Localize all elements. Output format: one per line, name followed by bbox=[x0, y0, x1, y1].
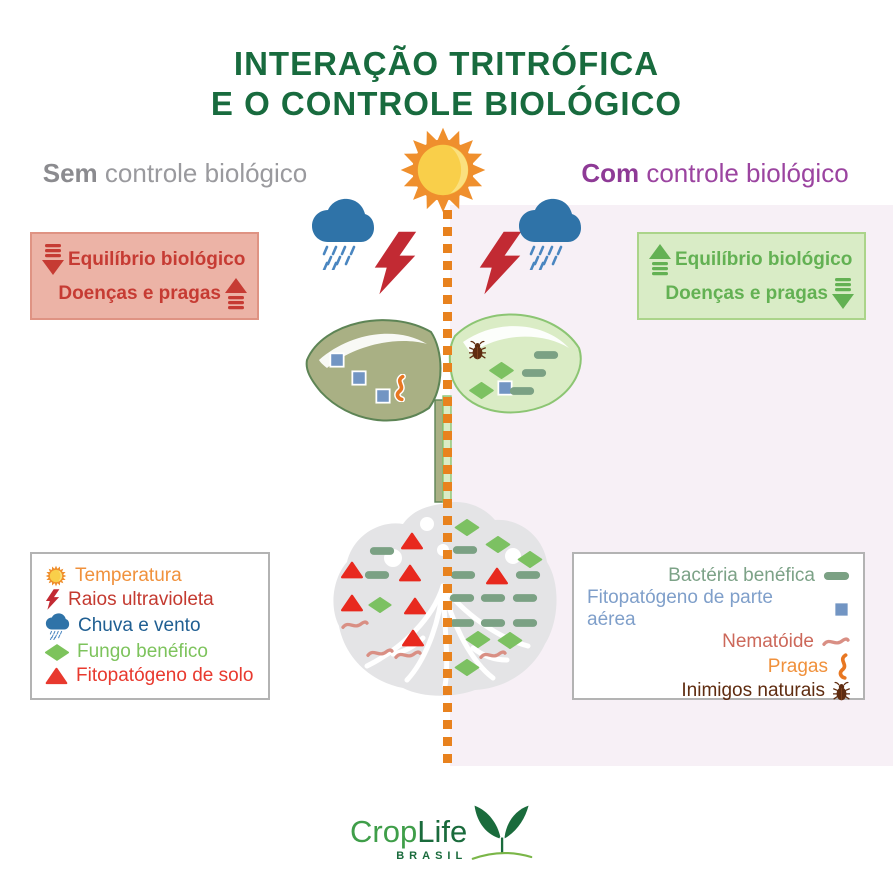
natural-enemy-icon bbox=[833, 681, 850, 701]
legend-environment: Temperatura Raios ultravioleta Chuva e v… bbox=[30, 552, 270, 700]
header-right-rest: controle biológico bbox=[639, 158, 849, 188]
legend-item-fitopatogeno-de-solo: Fitopatógeno de solo bbox=[45, 665, 255, 687]
sun-icon bbox=[45, 565, 67, 587]
soil-pores bbox=[384, 517, 521, 567]
legend-label: Inimigos naturais bbox=[681, 680, 825, 701]
legend-label: Temperatura bbox=[75, 565, 182, 586]
legend-item-fitopatogeno-parte-aerea: Fitopatógeno de parte aérea bbox=[587, 587, 850, 631]
arrow-up-icon bbox=[223, 277, 249, 311]
legend-label: Pragas bbox=[767, 655, 828, 677]
lightning-icon bbox=[45, 589, 60, 610]
leaf-without-control bbox=[305, 319, 442, 422]
lightning-icon-right bbox=[477, 230, 523, 296]
logo-life: Life bbox=[417, 814, 468, 849]
header-with-biocontrol: Com controle biológico bbox=[555, 158, 875, 189]
title-line-2: E O CONTROLE BIOLÓGICO bbox=[210, 84, 683, 122]
lightning-icon-left bbox=[372, 230, 418, 296]
beneficial-bacteria-icon bbox=[823, 571, 850, 581]
balance-row-doencas: Doenças e pragas bbox=[40, 277, 249, 311]
balance-label: Equilíbrio biológico bbox=[68, 249, 246, 270]
arrow-down-icon bbox=[830, 277, 856, 311]
legend-item-temperatura: Temperatura bbox=[45, 565, 255, 587]
arrow-up-icon bbox=[647, 243, 673, 277]
croplife-wordmark: CropLife bbox=[350, 816, 467, 847]
balance-label: Doenças e pragas bbox=[58, 283, 221, 304]
legend-item-chuva-e-vento: Chuva e vento bbox=[45, 612, 255, 640]
stem-left-half bbox=[434, 399, 444, 503]
rain-cloud-icon-right bbox=[518, 198, 582, 270]
header-without-biocontrol: Sem controle biológico bbox=[15, 158, 335, 189]
croplife-logo: CropLife BRASIL bbox=[350, 800, 550, 872]
balance-row-equilibrio: Equilíbrio biológico bbox=[40, 243, 249, 277]
logo-crop: Crop bbox=[350, 814, 418, 849]
legend-label: Bactéria benéfica bbox=[668, 565, 815, 586]
legend-label: Fitopatógeno de solo bbox=[76, 665, 254, 686]
header-right-emphasis: Com bbox=[581, 158, 640, 188]
legend-label: Fungo benéfico bbox=[77, 641, 208, 663]
balance-box-without-control: Equilíbrio biológico Doenças e pragas bbox=[30, 232, 259, 320]
page-title: INTERAÇÃO TRITRÓFICA E O CONTROLE BIOLÓG… bbox=[0, 44, 893, 123]
logo-brasil: BRASIL bbox=[396, 850, 468, 862]
legend-organisms: Bactéria benéfica Fitopatógeno de parte … bbox=[572, 552, 865, 702]
croplife-logo-text: CropLife BRASIL bbox=[350, 800, 467, 862]
rain-cloud-icon bbox=[45, 612, 70, 640]
legend-label: Chuva e vento bbox=[78, 615, 201, 636]
pest-icon bbox=[836, 653, 850, 680]
legend-item-nematoide: Nematóide bbox=[587, 631, 850, 653]
center-divider-dotted-line bbox=[443, 210, 452, 768]
soil-pathogen-icon bbox=[45, 667, 68, 685]
header-left-emphasis: Sem bbox=[42, 158, 98, 188]
legend-label: Nematóide bbox=[722, 631, 814, 652]
nematode-icon bbox=[822, 636, 850, 648]
sun-icon bbox=[398, 125, 488, 215]
legend-item-raios-ultravioleta: Raios ultravioleta bbox=[45, 589, 255, 611]
aerial-pathogen-icon bbox=[833, 600, 850, 618]
beneficial-fungus-icon bbox=[45, 643, 69, 661]
balance-box-with-control: Equilíbrio biológico Doenças e pragas bbox=[637, 232, 866, 320]
header-left-rest: controle biológico bbox=[97, 158, 308, 188]
balance-row-doencas: Doenças e pragas bbox=[647, 277, 856, 311]
rain-cloud-icon-left bbox=[311, 198, 375, 270]
legend-item-fungo-benefico: Fungo benéfico bbox=[45, 641, 255, 663]
arrow-down-icon bbox=[40, 243, 66, 277]
sprout-icon bbox=[471, 805, 533, 860]
legend-item-bacteria-benefica: Bactéria benéfica bbox=[587, 565, 850, 587]
balance-label: Equilíbrio biológico bbox=[675, 249, 853, 270]
balance-label: Doenças e pragas bbox=[665, 283, 828, 304]
legend-label: Raios ultravioleta bbox=[68, 588, 214, 610]
leaf-with-control bbox=[448, 313, 582, 414]
aerial-pathogen-square bbox=[497, 380, 513, 396]
balance-row-equilibrio: Equilíbrio biológico bbox=[647, 243, 856, 277]
title-line-1: INTERAÇÃO TRITRÓFICA bbox=[233, 45, 660, 82]
legend-label: Fitopatógeno de parte aérea bbox=[587, 587, 773, 630]
leaf-vein bbox=[463, 326, 569, 354]
legend-item-pragas: Pragas bbox=[587, 653, 850, 680]
legend-item-inimigos-naturais: Inimigos naturais bbox=[587, 680, 850, 702]
